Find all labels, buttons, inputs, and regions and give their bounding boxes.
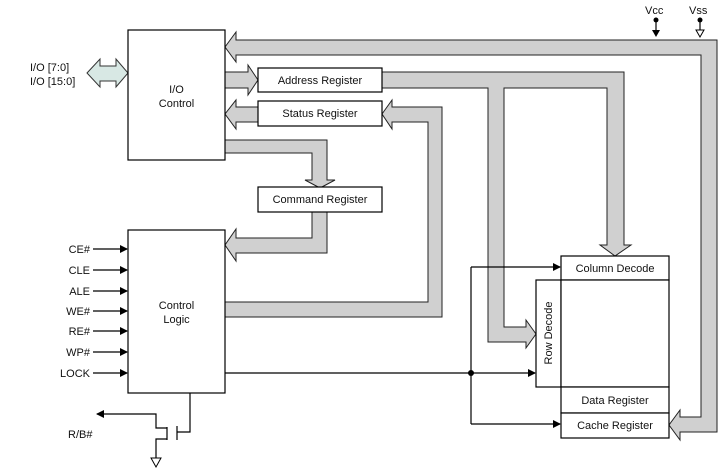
input-wp: WP# [66,347,91,359]
svg-text:Command Register: Command Register [273,194,368,206]
io-label-8bit: I/O [7:0] [30,62,69,74]
input-re: RE# [69,326,91,338]
cache-register-label: Cache Register [577,420,653,432]
vcc-label: Vcc [645,5,664,17]
ground-icon [150,457,162,469]
row-decode-label: Row Decode [543,302,555,365]
status-to-io-bus [224,98,259,131]
memory-array [560,279,670,388]
address-register-block: Address Register [257,67,383,93]
input-ale: ALE [69,286,90,298]
command-to-control-bus [224,211,328,263]
control-inputs: CE# CLE ALE WE# RE# WP# LOCK [60,244,128,380]
column-decode-label: Column Decode [576,263,655,275]
vss-ground-icon [695,29,705,39]
status-register-block: Status Register [257,100,383,127]
svg-text:Control: Control [159,98,194,110]
svg-text:I/O: I/O [169,84,184,96]
address-output-bus [381,71,633,350]
input-lock: LOCK [60,368,91,380]
data-register-label: Data Register [581,395,649,407]
io-to-address-bus [224,63,259,97]
svg-text:Logic: Logic [163,314,190,326]
io-bidirectional-arrow [86,57,129,89]
control-signal-lines [225,263,561,428]
input-we: WE# [66,306,91,318]
input-cle: CLE [69,265,90,277]
control-logic-block: Control Logic [127,229,226,394]
memory-array-block: Column Decode Row Decode Data Register C… [535,255,670,439]
command-register-block: Command Register [257,186,383,213]
vcc-arrow-icon [652,30,660,37]
svg-text:Control: Control [159,300,194,312]
input-ce: CE# [69,244,91,256]
io-label-16bit: I/O [15:0] [30,76,75,88]
svg-text:Address Register: Address Register [278,75,363,87]
io-to-command-bus [224,139,336,189]
vss-label: Vss [689,5,708,17]
io-control-block: I/O Control [127,29,226,161]
rb-label: R/B# [68,429,93,441]
ready-busy-output: R/B# [68,393,191,469]
svg-text:Status Register: Status Register [282,108,358,120]
